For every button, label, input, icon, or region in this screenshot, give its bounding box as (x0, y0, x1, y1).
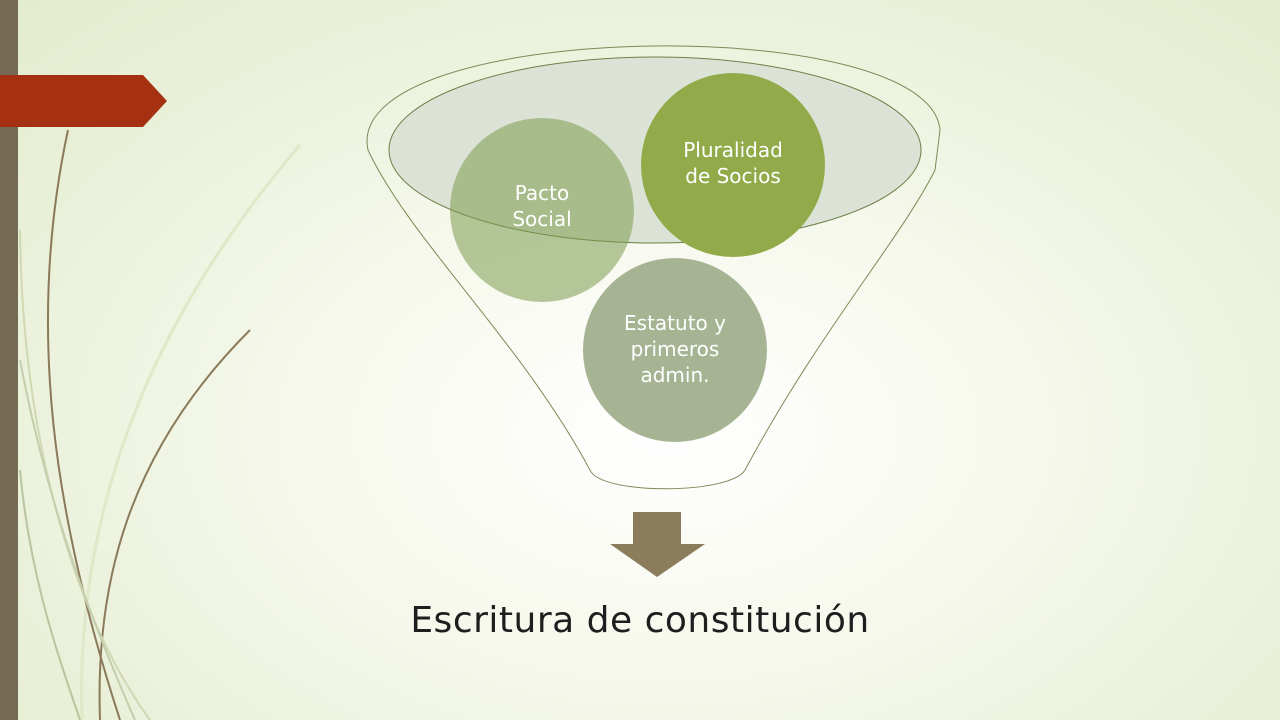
circle-label-line: primeros (631, 337, 720, 361)
circle-label-line: Pacto (515, 181, 570, 205)
red-tab-shape (0, 75, 167, 127)
down-arrow (610, 512, 705, 577)
circle-label-line: admin. (640, 363, 709, 387)
circle-label-line: Estatuto y (624, 311, 726, 335)
circle-label-line: de Socios (685, 164, 781, 188)
circle-label-line: Social (512, 207, 571, 231)
result-caption: Escritura de constitución (410, 600, 870, 641)
circle-label-line: Pluralidad (683, 138, 783, 162)
decorative-curves (19, 129, 302, 720)
left-accent-bar (0, 0, 18, 720)
funnel-outline (366, 45, 941, 490)
